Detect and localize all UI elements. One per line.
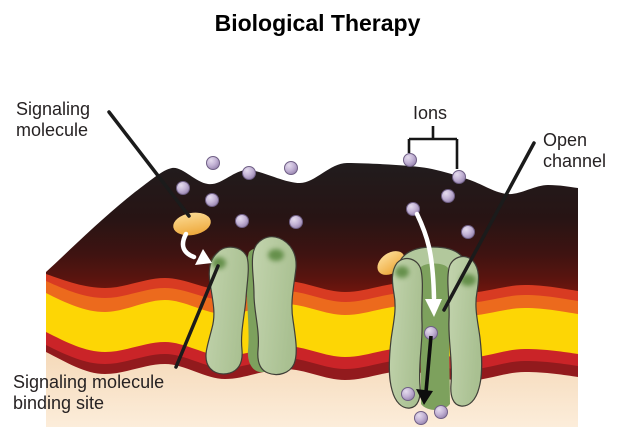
ion-flow-arrowhead [416,389,433,405]
binding-arrowhead-white [195,249,212,265]
ion-flow-arrow-shaft [424,335,433,393]
label-open-channel: Open channel [543,130,607,171]
ion [452,170,466,184]
label-binding-site: Signaling molecule binding site [13,372,165,413]
binding-spot [460,274,476,286]
label-ions: Ions [413,103,448,123]
open-channel-left-lobe [388,257,423,409]
binding-spot [268,249,284,261]
ion-entry-arrow-white [414,211,437,301]
closed-channel-protein [205,236,297,376]
closed-channel-right-lobe [251,236,297,376]
binding-site-leader-line [174,264,220,369]
binding-arrow-white [180,231,197,260]
annotations [107,110,536,405]
ion [461,225,475,239]
ion [235,214,249,228]
ion [206,156,220,170]
ion [403,153,417,167]
open-channel-right-lobe [447,255,483,407]
ion [242,166,256,180]
ion [434,405,448,419]
ion [176,181,190,195]
signaling-molecule-leader-line [107,110,191,218]
page-title: Biological Therapy [214,10,421,36]
closed-channel-left-lobe [205,246,249,375]
label-signaling-molecule: Signaling molecule [16,99,91,140]
binding-spot-target [212,257,226,269]
ion-entry-arrowhead-white [425,299,442,317]
open-channel-leader-line [442,141,536,312]
ion [414,411,428,425]
binding-spot [395,266,409,278]
ion [401,387,415,401]
ion [441,189,455,203]
ion [284,161,298,175]
ions-bracket [407,126,459,169]
ions-layer [176,153,475,425]
ion [205,193,219,207]
signaling-molecule-oval [173,212,211,236]
ion [289,215,303,229]
